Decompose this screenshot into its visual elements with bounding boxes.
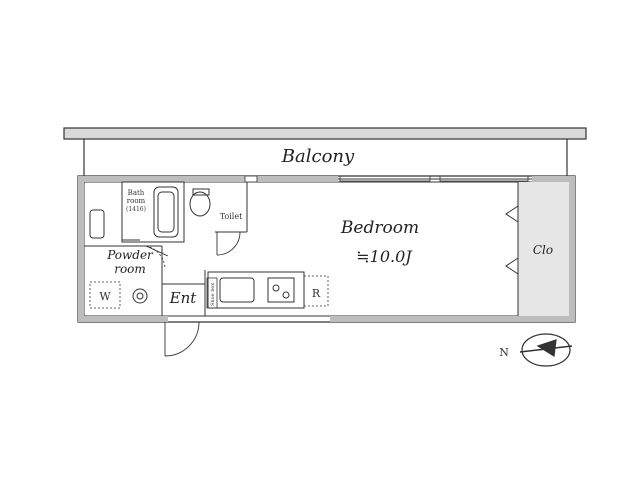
balcony-label: Balcony	[281, 146, 355, 167]
compass-icon	[519, 333, 573, 367]
refrigerator-space	[303, 275, 329, 307]
toilet-label: Toilet	[220, 212, 243, 221]
bath-room-label-1: Bath	[128, 189, 145, 197]
washer-label: W	[99, 290, 111, 303]
drain-icon	[132, 288, 148, 304]
washbasin	[89, 209, 105, 239]
entrance-label: Ent	[169, 289, 198, 307]
bath-room-label-2: room	[127, 197, 146, 205]
refrigerator-label: R	[312, 287, 321, 300]
powder-room-label-2: room	[114, 262, 146, 276]
bath-room-label-3: (1416)	[126, 206, 146, 213]
bedroom-area: ≒10.0J	[356, 247, 413, 266]
toilet-fixture	[189, 188, 211, 217]
shoe-box-label: Shoe box	[210, 283, 216, 306]
compass-north-label: N	[499, 346, 509, 359]
bedroom-label: Bedroom	[340, 218, 419, 238]
doors	[122, 231, 241, 357]
balcony-area	[63, 127, 587, 176]
shoe-box	[206, 277, 218, 309]
powder-room-label-1: Powder	[106, 248, 154, 262]
partitions	[84, 181, 569, 316]
closet-label: Clo	[533, 243, 553, 257]
kitchen-fixtures	[219, 277, 295, 303]
